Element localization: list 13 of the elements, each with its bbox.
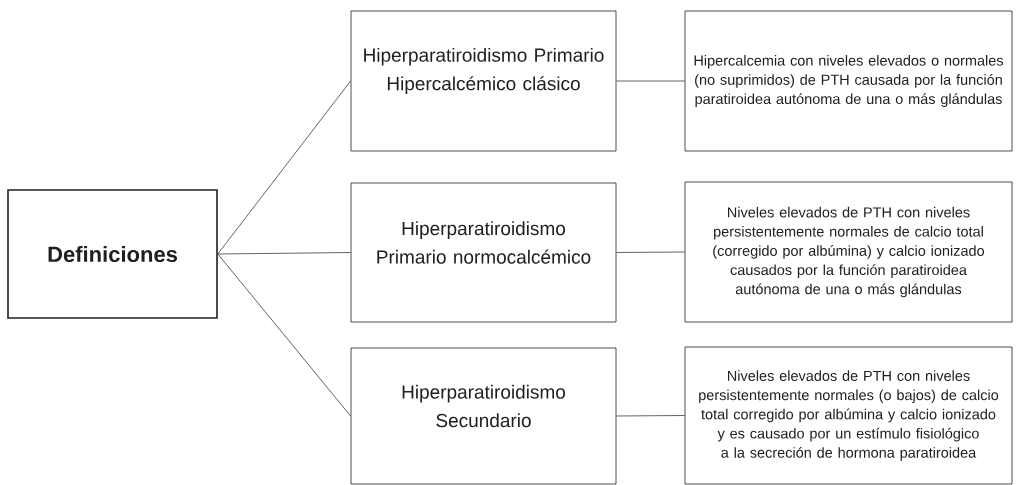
- connector-line: [616, 251, 685, 253]
- definition-box: Niveles elevados de PTH con niveles persistentemente normales de calcio total (corregido por albúmina) y calcio ionizado causados por la función paratiroidea autónoma de una o más glándulas: [684, 181, 1013, 323]
- connector-line: [217, 80, 351, 255]
- category-box: Hiperparatiroidismo Primario normocalcémico: [350, 182, 617, 323]
- category-box: Hiperparatiroidismo Secundario: [350, 347, 617, 485]
- connector-line: [217, 253, 351, 417]
- definition-box: Niveles elevados de PTH con niveles persistentemente normales (o bajos) de calcio total corregido por albúmina y calcio ionizado y es causado por un estímulo fisiológico a la secreción de hormona paratiroidea: [684, 346, 1013, 485]
- category-box: Hiperparatiroidismo Primario Hipercalcémico clásico: [350, 10, 617, 152]
- connector-line: [616, 415, 685, 417]
- definition-box: Hipercalcemia con niveles elevados o normales (no suprimidos) de PTH causada por la función paratiroidea autónoma de una o más glándulas: [684, 10, 1013, 152]
- connector-line: [616, 80, 685, 82]
- connector-line: [217, 252, 351, 255]
- root-box: Definiciones: [7, 189, 218, 319]
